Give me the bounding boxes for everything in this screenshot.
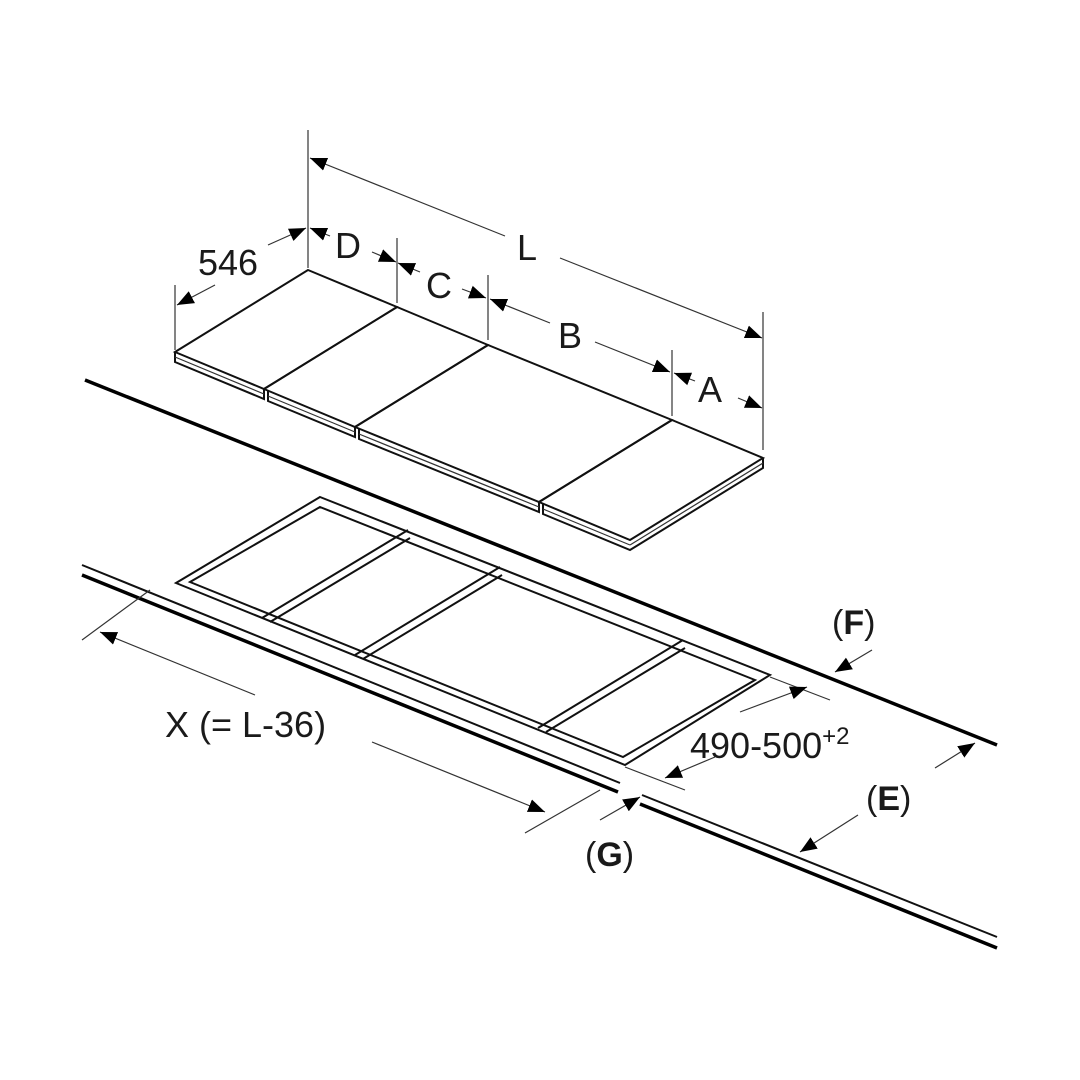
depth-label: 546 [198, 242, 258, 283]
hob-module-a [536, 418, 766, 552]
segment-c-label: C [426, 265, 452, 306]
cutout-crossbar [354, 566, 503, 660]
distance-e-label: (E) [866, 780, 911, 818]
dimension-lines [99, 157, 976, 853]
hob-module-d [172, 268, 400, 401]
distance-g-label: (G) [585, 836, 634, 874]
cutout-crossbar [261, 529, 411, 623]
hob-module-b [352, 343, 675, 514]
countertop-back-edge [84, 378, 998, 747]
length-label: L [517, 227, 537, 268]
countertop-front-edge [81, 564, 998, 950]
segment-d-label: D [335, 225, 361, 266]
hob-module-c [261, 305, 491, 439]
worktop-cutout [173, 495, 773, 767]
segment-b-label: B [558, 315, 582, 356]
hob-modules [172, 268, 766, 552]
cutout-length-label: X (= L-36) [165, 704, 326, 745]
extension-lines [81, 130, 831, 834]
distance-f-label: (F) [832, 604, 875, 642]
cutout-depth-label: 490-500+2 [690, 723, 850, 766]
segment-a-label: A [698, 369, 722, 410]
cutout-crossbar [537, 639, 686, 733]
